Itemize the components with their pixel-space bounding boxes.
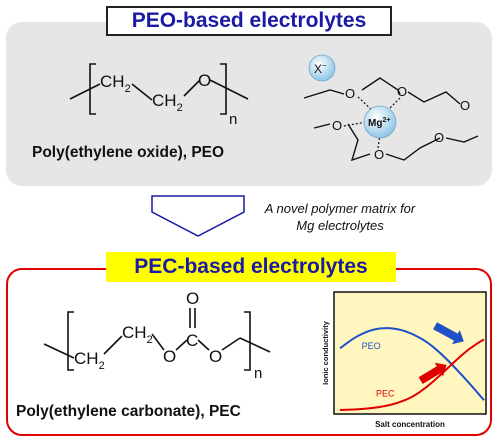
pec-carbon: C [186,331,198,350]
peo-n: n [229,111,237,128]
oxygen-5: O [374,147,384,162]
anion-label: X− [314,61,327,76]
pec-bond-2 [103,335,123,355]
oxygen-3: O [460,98,470,113]
pec-ch2-b: CH2 [122,323,153,346]
red-arrow-annotation [418,362,447,384]
mg-label: Mg2+ [368,117,390,129]
arrow-note-line2: Mg electrolytes [296,218,384,233]
pec-oxygen-1: O [163,347,176,366]
pec-bond-5 [197,339,210,351]
arrow-note-line1: A novel polymer matrix for [264,201,416,216]
pec-section-title: PEC-based electrolytes [106,252,396,282]
pec-bond-3 [151,333,165,351]
pec-oxygen-3: O [209,347,222,366]
peo-structure: CH2 CH2 O n [69,63,249,128]
peo-ch2-b: CH2 [152,91,183,114]
pec-bond-1 [43,343,75,359]
peo-name: Poly(ethylene oxide), PEO [32,144,225,161]
peo-bond-4 [209,79,249,100]
pec-name: Poly(ethylene carbonate), PEC [16,403,241,420]
complex-bonds [303,77,479,162]
y-axis-label: Ionic conductivity [321,320,330,385]
x-axis-label: Salt concentration [375,420,445,429]
oxygen-1: O [345,86,355,101]
series-label-pec: PEC [376,388,395,398]
peo-bracket-right [220,63,227,115]
pec-bracket-left [67,311,74,371]
pec-oxygen-2: O [186,289,199,308]
peo-section-title: PEO-based electrolytes [106,6,392,36]
conductivity-chart: PEO PEC Salt concentration Ionic conduct… [321,291,487,429]
anion-ball [308,54,336,82]
oxygen-2: O [397,84,407,99]
peo-bond-3 [183,79,201,97]
pec-structure: CH2 CH2 O C O O n [43,289,271,380]
oxygen-6: O [434,130,444,145]
red-arrow-annotation-shape [418,362,447,384]
pec-bond-6 [221,337,241,351]
pec-ch2-a: CH2 [74,349,105,372]
pec-bond-7 [239,337,271,353]
series-line-pec [339,338,485,411]
arrow-note: A novel polymer matrix for Mg electrolyt… [240,200,440,234]
peo-bond-2 [131,83,153,101]
mg-ball [363,105,397,139]
peo-panel [6,22,492,186]
peo-oxygen: O [198,71,211,90]
series-label-peo: PEO [362,341,381,351]
peo-ch2-a: CH2 [100,72,131,95]
blue-arrow-annotation [433,322,464,345]
pec-n: n [254,365,262,380]
plot-area [333,291,487,415]
blue-arrow-annotation-shape [433,322,464,345]
peo-bond-1 [69,83,101,100]
pec-bracket-right [244,311,251,371]
transition-arrow [151,195,245,237]
mg-complex-structure: X− O O O O O O Mg2+ [303,54,479,162]
oxygen-4: O [332,118,342,133]
series-line-peo [339,327,485,401]
pec-bond-4 [175,339,188,351]
